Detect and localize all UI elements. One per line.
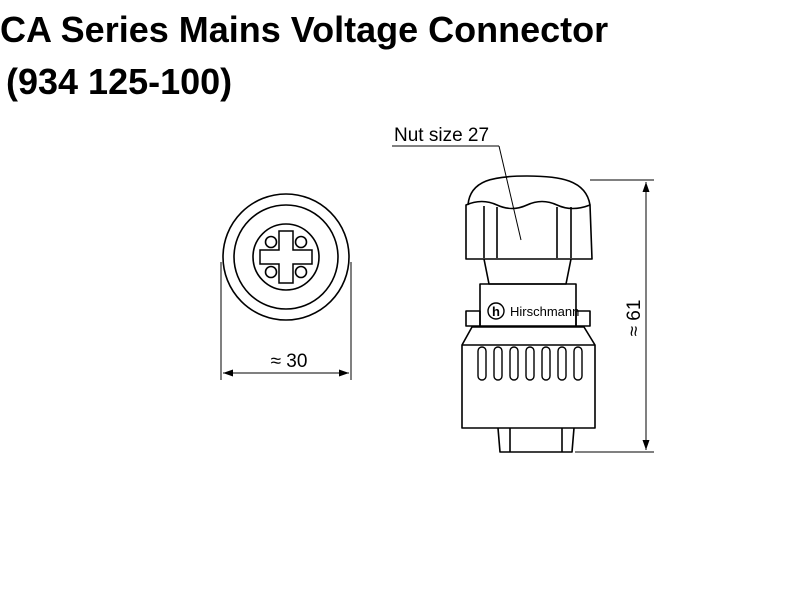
contact-pin [294, 265, 308, 279]
socket-end [497, 427, 575, 453]
nut-callout-label: Nut size 27 [394, 125, 489, 146]
front-outer-ring [222, 193, 350, 321]
front-view [220, 193, 352, 380]
nut-dome [467, 175, 591, 206]
part-number: (934 125-100) [6, 61, 233, 102]
brand-label: Hirschmann [510, 304, 579, 319]
cable-nut [465, 200, 593, 260]
front-middle-ring [233, 204, 339, 310]
width-dimension-label: ≈ 30 [271, 351, 308, 372]
flange-ring [465, 310, 481, 327]
logo-glyph: h [492, 304, 500, 319]
front-inner-ring [252, 223, 320, 291]
housing-body [479, 283, 577, 327]
nut-callout-leader [498, 145, 522, 241]
contact-insert-cross [259, 230, 313, 284]
side-view [392, 145, 654, 453]
neck [483, 258, 572, 285]
contact-pin [294, 235, 308, 249]
hirschmann-logo-icon [487, 302, 505, 320]
height-dimension-label: ≈ 61 [624, 300, 645, 337]
contact-pin [264, 265, 278, 279]
contact-pin [264, 235, 278, 249]
grip-grooves [477, 346, 583, 381]
coupling-ring [461, 326, 596, 429]
page-title: CA Series Mains Voltage Connector [0, 9, 609, 50]
